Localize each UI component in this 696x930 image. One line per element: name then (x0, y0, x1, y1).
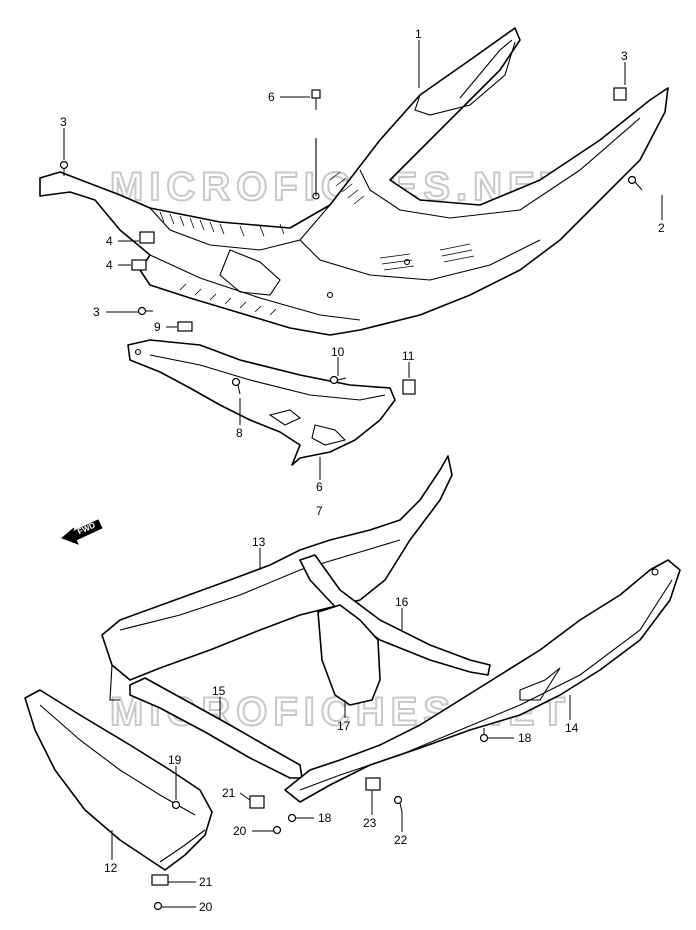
callout-3-lower: 3 (93, 305, 100, 319)
bolt-18-right (479, 728, 489, 743)
clip-4-b (131, 259, 147, 271)
callout-7: 7 (316, 504, 323, 518)
callout-23: 23 (363, 816, 377, 830)
bolt-20-lower (153, 901, 163, 911)
bolt-8 (231, 377, 241, 395)
callout-17: 17 (337, 719, 351, 733)
bolt-3-left (59, 160, 69, 176)
bolt-6-top (311, 89, 321, 110)
side-plate-17 (317, 604, 381, 706)
bolt-10 (329, 375, 347, 385)
callout-13: 13 (252, 535, 266, 549)
callout-21-upper: 21 (222, 786, 236, 800)
callout-numbers: 1 2 3 3 3 4 4 6 8 9 10 11 6 7 13 16 15 1… (60, 27, 665, 914)
callout-11: 11 (402, 349, 415, 363)
floor-board-upper (39, 27, 669, 336)
callout-18-center: 18 (318, 811, 332, 825)
callout-6-mid: 6 (316, 480, 323, 494)
callout-15: 15 (212, 684, 226, 698)
callout-4-b: 4 (106, 258, 113, 272)
clip-4-a (139, 231, 155, 244)
callout-18-right: 18 (518, 731, 532, 745)
callout-3-top-right: 3 (621, 49, 628, 63)
lower-side-frame (101, 455, 453, 701)
clip-9 (177, 321, 193, 332)
bolt-3-lower (137, 306, 153, 316)
bolt-20-upper (272, 825, 282, 835)
clip-23 (365, 777, 381, 791)
callout-14: 14 (565, 721, 579, 735)
callout-12: 12 (104, 861, 118, 875)
callout-10: 10 (331, 345, 345, 359)
side-cover-left-12 (24, 689, 213, 871)
callout-20-upper: 20 (233, 824, 247, 838)
callout-22: 22 (394, 833, 408, 847)
callout-6-top: 6 (268, 90, 275, 104)
callout-8: 8 (236, 426, 243, 440)
fwd-arrow: FWD (61, 519, 103, 545)
callout-20-lower: 20 (199, 900, 213, 914)
bolt-19 (171, 800, 181, 810)
fasteners (59, 87, 643, 911)
callout-1: 1 (415, 27, 422, 41)
bolt-2-right (627, 175, 643, 191)
callout-9: 9 (154, 320, 161, 334)
callout-2: 2 (658, 221, 665, 235)
side-cover-right-14 (284, 559, 681, 803)
callout-16: 16 (395, 595, 409, 609)
nut-11 (402, 379, 416, 395)
center-cover (127, 339, 396, 466)
leader-lines (63, 40, 663, 908)
bolt-18-center (287, 813, 297, 823)
bolt-22 (393, 795, 403, 813)
callout-19: 19 (168, 753, 182, 767)
callout-4-a: 4 (106, 234, 113, 248)
callout-21-lower: 21 (199, 875, 213, 889)
clip-21-upper (249, 795, 265, 809)
callout-3-left: 3 (60, 115, 67, 129)
nut-3-top-right (613, 87, 627, 101)
clip-21-lower (151, 874, 169, 886)
